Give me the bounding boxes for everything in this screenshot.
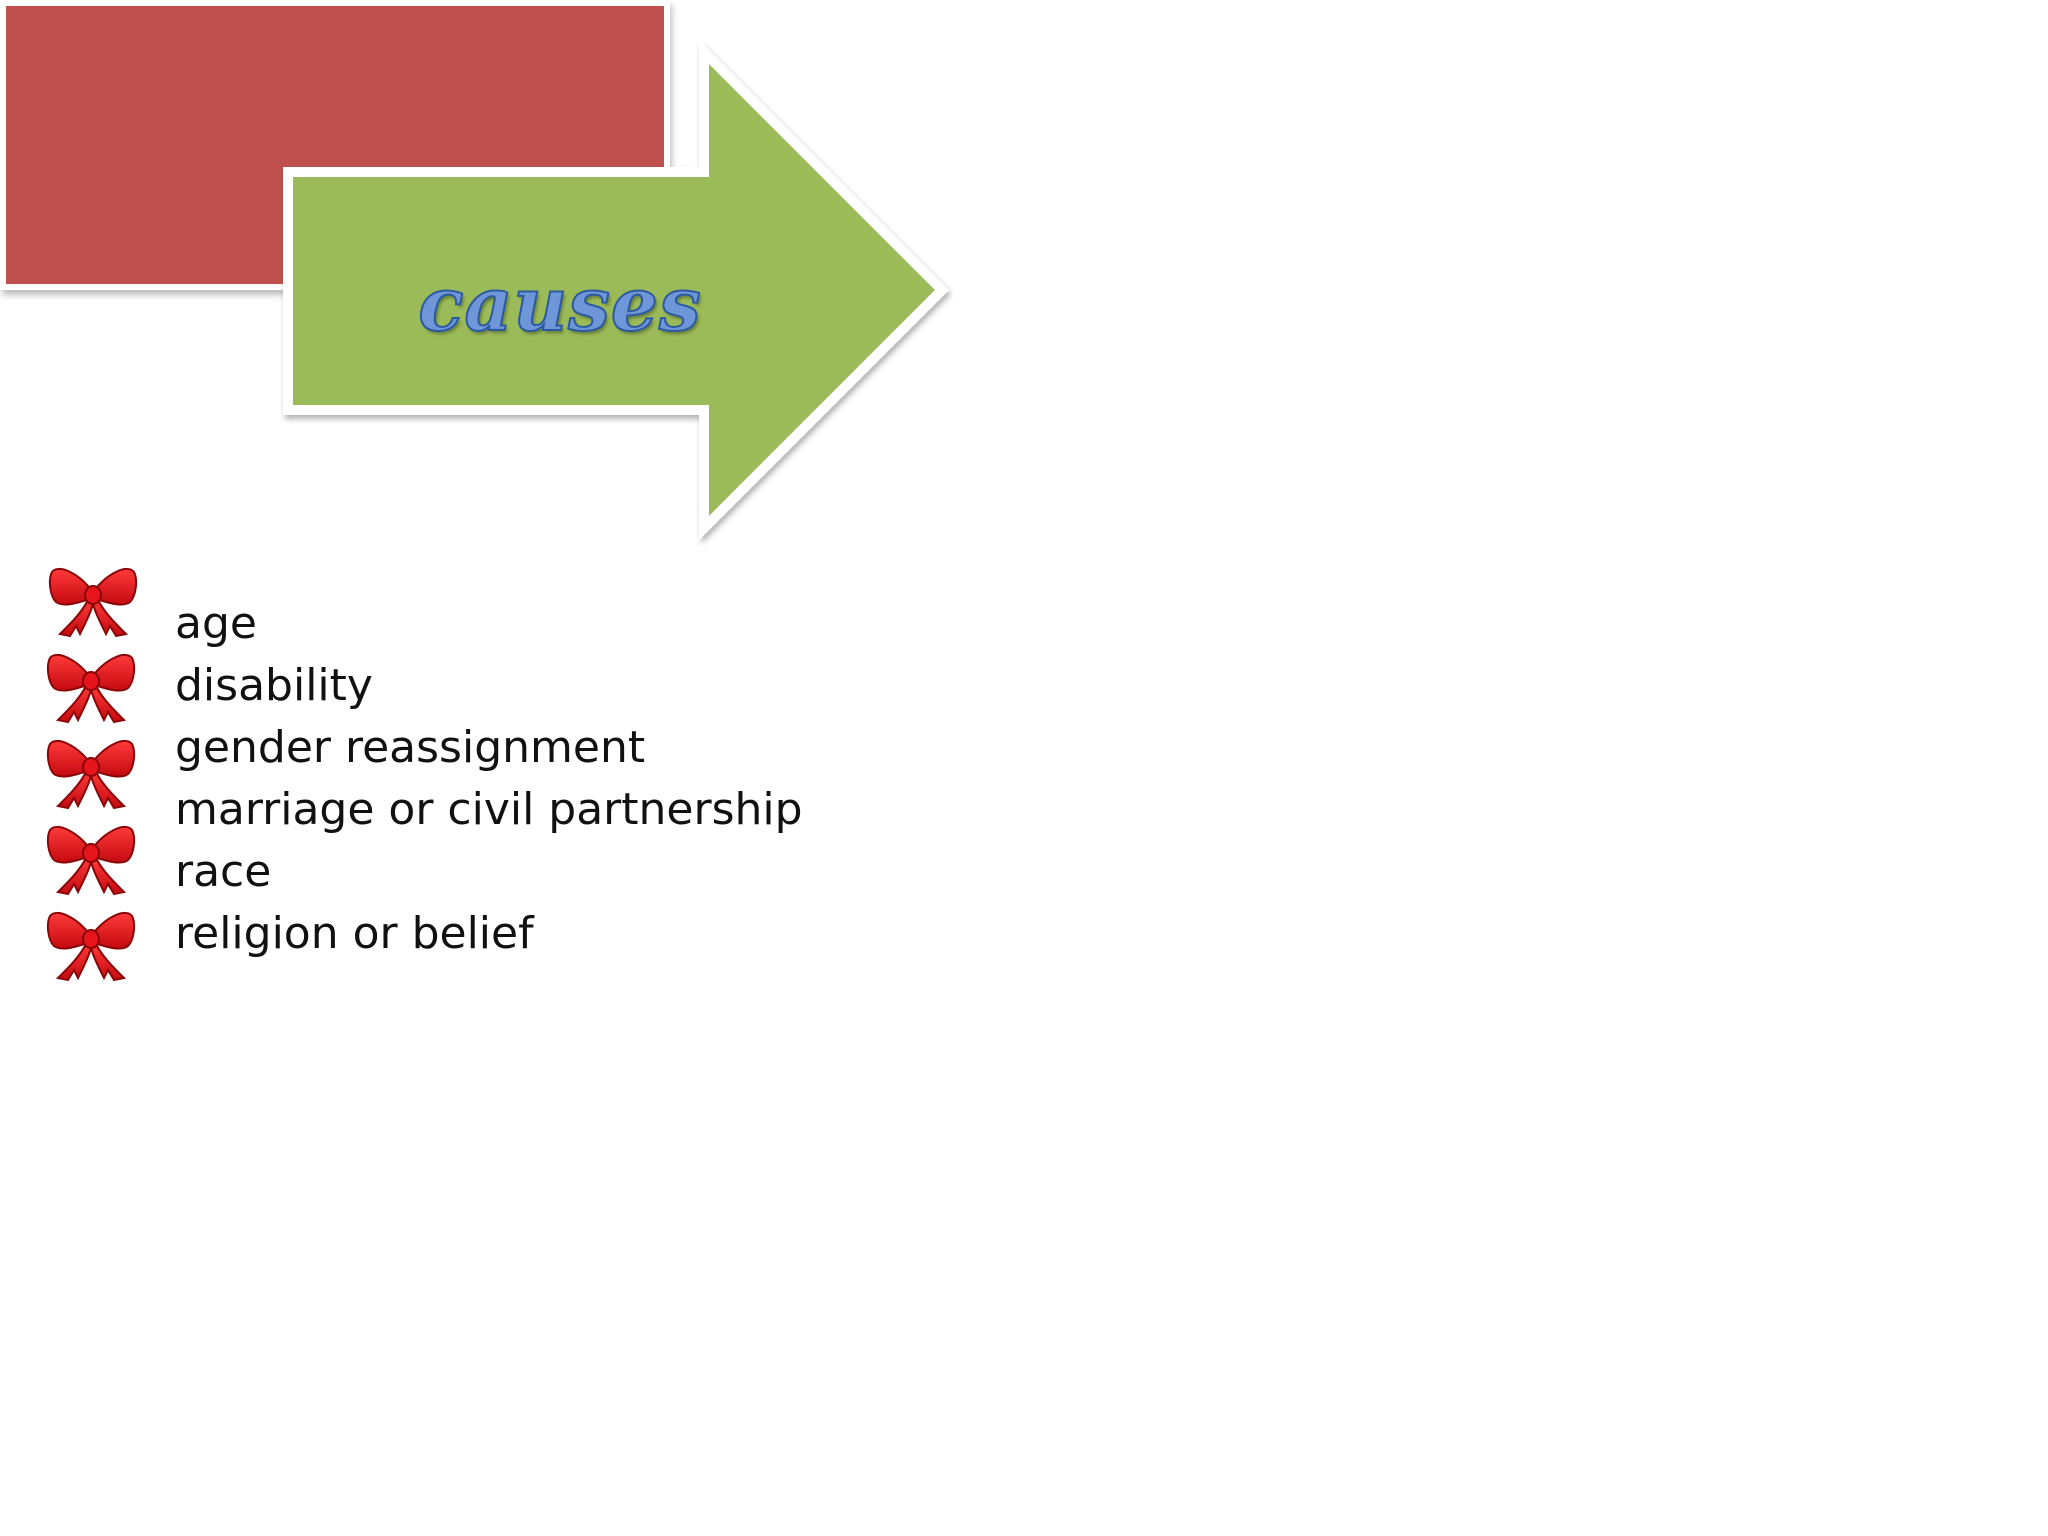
red-bow-icon [46, 739, 136, 809]
list-item: disability [175, 660, 373, 711]
list-item: gender reassignment [175, 722, 646, 773]
red-bow-icon [46, 653, 136, 723]
green-arrow-shape [283, 39, 950, 541]
red-bow-icon [46, 825, 136, 895]
list-item: marriage or civil partnership [175, 784, 803, 835]
arrow-label: causes [417, 261, 702, 349]
list-item: religion or belief [175, 908, 534, 959]
red-bow-icon [46, 911, 136, 981]
red-bow-icon [48, 567, 138, 637]
list-item: age [175, 598, 257, 649]
list-item: race [175, 846, 272, 897]
